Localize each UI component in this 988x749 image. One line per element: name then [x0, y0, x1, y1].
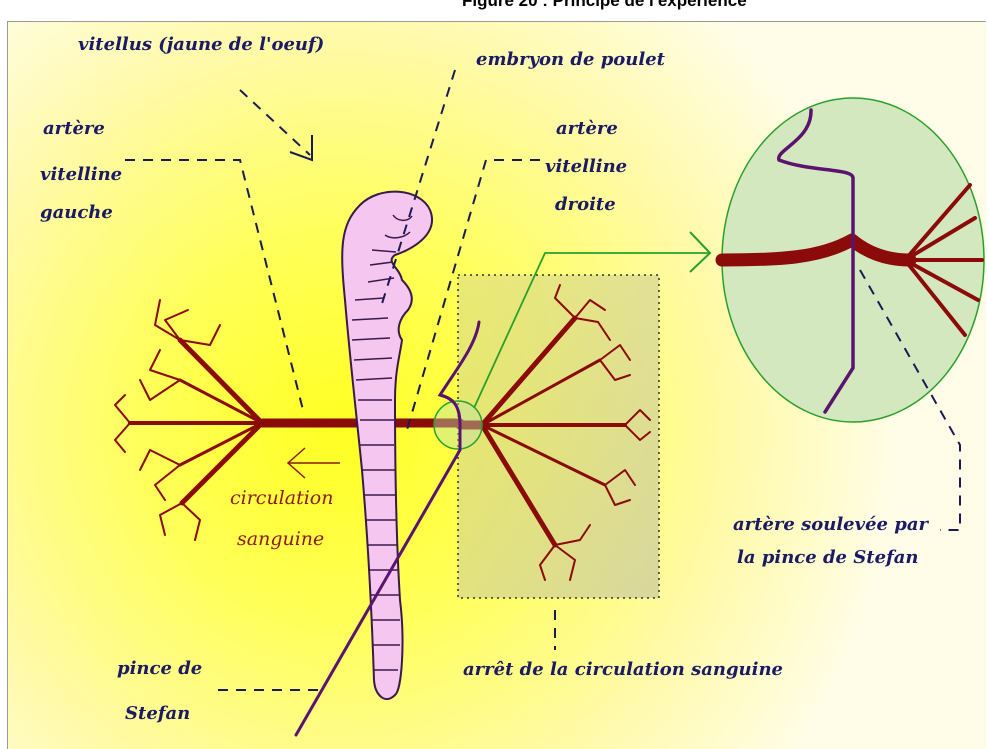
label-vitellus: vitellus (jaune de l'oeuf): [78, 34, 324, 55]
label-circulation-1: circulation: [230, 487, 333, 509]
label-circulation-2: sanguine: [237, 528, 324, 550]
label-soulevee-1: artère soulevée par: [733, 514, 930, 535]
label-artere-droite-3: droite: [555, 194, 616, 215]
label-arret: arrêt de la circulation sanguine: [463, 659, 783, 680]
magnified-view: [722, 98, 984, 422]
label-pince-1: pince de: [117, 658, 202, 679]
label-artere-gauche-1: artère: [43, 118, 105, 139]
label-soulevee-2: la pince de Stefan: [737, 547, 919, 568]
label-artere-gauche-3: gauche: [40, 202, 113, 223]
label-pince-2: Stefan: [125, 703, 190, 724]
label-artere-droite-1: artère: [556, 118, 618, 139]
label-artere-droite-2: vitelline: [545, 156, 627, 177]
label-embryon: embryon de poulet: [476, 49, 666, 70]
label-artere-gauche-2: vitelline: [40, 164, 122, 185]
